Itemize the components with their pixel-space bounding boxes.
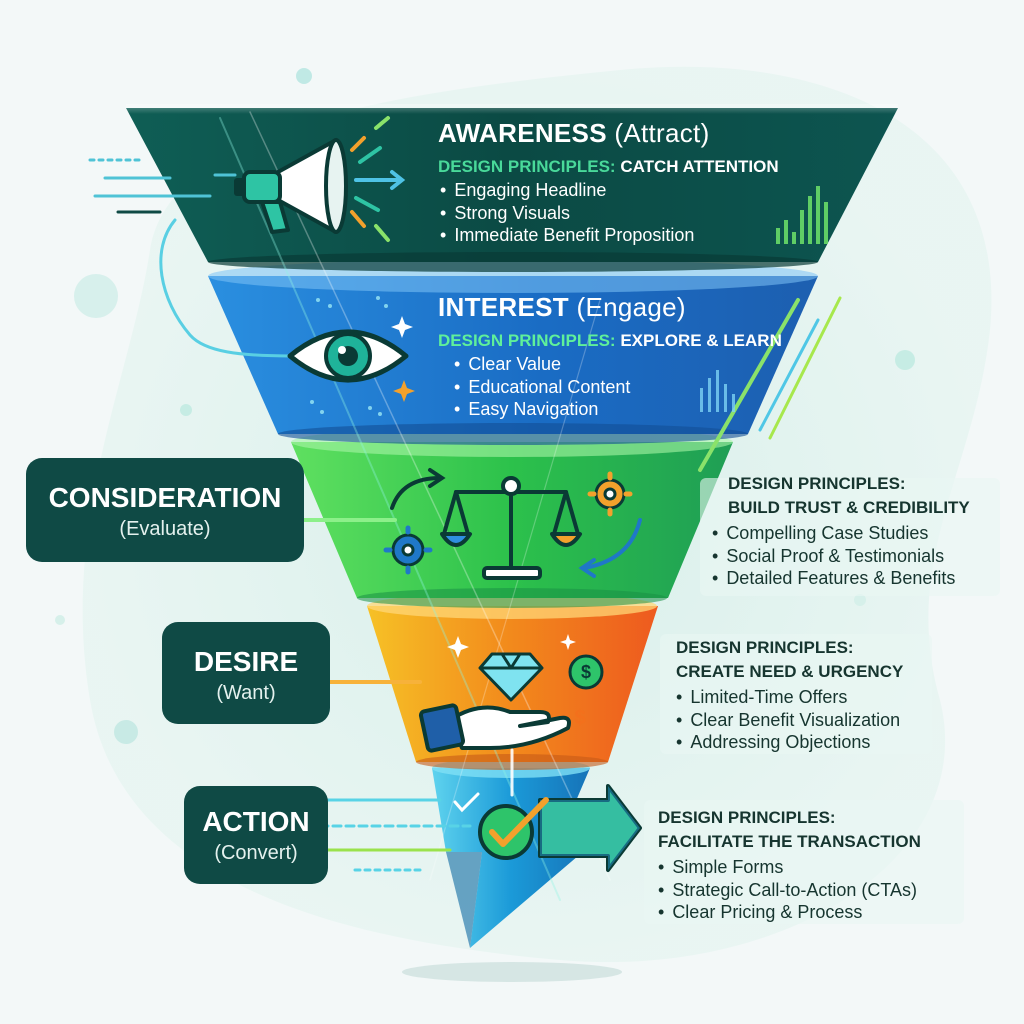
list-item: Addressing Objections (674, 731, 903, 754)
consideration-text-block: DESIGN PRINCIPLES: BUILD TRUST & CREDIBI… (726, 472, 970, 590)
dollar-sign-icon: $ (581, 662, 591, 682)
bokeh-dot (180, 404, 192, 416)
bokeh-dot (854, 594, 866, 606)
consideration-subtitle: (Evaluate) (119, 518, 211, 540)
bokeh-dot (895, 350, 915, 370)
hand-icon (418, 703, 571, 753)
desire-text-block: DESIGN PRINCIPLES: CREATE NEED & URGENCY… (676, 636, 903, 754)
consideration-bullet-list: Compelling Case Studies Social Proof & T… (710, 522, 970, 590)
action-subtitle: (Convert) (214, 842, 298, 864)
connector-lines (298, 518, 472, 872)
sparkle-icon (393, 380, 415, 402)
interest-subtitle: (Engage) (576, 292, 686, 322)
desire-principles-value: CREATE NEED & URGENCY (676, 662, 904, 681)
list-item: Limited-Time Offers (674, 686, 903, 709)
awareness-principles-heading: DESIGN PRINCIPLES: CATCH ATTENTION (438, 157, 779, 177)
action-principles-label: DESIGN PRINCIPLES: (658, 808, 836, 827)
list-item: Detailed Features & Benefits (710, 567, 970, 590)
gear-teeth (587, 471, 633, 517)
awareness-title: AWARENESS (Attract) (438, 118, 779, 149)
consideration-pill-bg (26, 458, 304, 562)
list-item: Compelling Case Studies (710, 522, 970, 545)
consideration-principles-heading: DESIGN PRINCIPLES: BUILD TRUST & CREDIBI… (728, 472, 970, 520)
dollar-sign-icon: $ (574, 707, 585, 729)
desire-pill-bg (162, 622, 330, 724)
gear-icon (594, 478, 626, 510)
awareness-text-block: AWARENESS (Attract) DESIGN PRINCIPLES: C… (438, 118, 779, 247)
sound-burst-icon (350, 116, 406, 242)
awareness-principles-label: DESIGN PRINCIPLES: (438, 157, 616, 176)
awareness-title-main: AWARENESS (438, 118, 607, 148)
interest-bullet-list: Clear Value Educational Content Easy Nav… (452, 353, 782, 421)
consideration-principles-value: BUILD TRUST & CREDIBILITY (728, 498, 970, 517)
bokeh-dot (114, 720, 138, 744)
awareness-principles-value: CATCH ATTENTION (620, 157, 779, 176)
dollar-coin-icon (568, 654, 604, 690)
eye-icon (287, 329, 409, 383)
funnel-shadow (402, 962, 622, 982)
action-title: ACTION (202, 806, 310, 837)
sparkle-icon (391, 316, 413, 338)
checkmark-arrow-icon (478, 784, 642, 872)
list-item: Social Proof & Testimonials (710, 545, 970, 568)
action-bullet-list: Simple Forms Strategic Call-to-Action (C… (656, 856, 921, 924)
list-item: Clear Benefit Visualization (674, 709, 903, 732)
dot-pattern (310, 296, 388, 416)
desire-principles-label: DESIGN PRINCIPLES: (676, 638, 854, 657)
action-text-block: DESIGN PRINCIPLES: FACILITATE THE TRANSA… (658, 806, 921, 924)
small-check-icon (453, 792, 480, 813)
desire-title: DESIRE (193, 646, 299, 677)
gear-teeth (383, 525, 433, 575)
list-item: Strategic Call-to-Action (CTAs) (656, 879, 921, 902)
list-item: Clear Pricing & Process (656, 901, 921, 924)
gear-icon (391, 533, 425, 567)
awareness-bullet-list: Engaging Headline Strong Visuals Immedia… (438, 179, 779, 247)
list-item: Easy Navigation (452, 398, 782, 421)
list-item: Clear Value (452, 353, 782, 376)
interest-principles-label: DESIGN PRINCIPLES: (438, 331, 616, 350)
list-item: Educational Content (452, 376, 782, 399)
interest-title: INTEREST (Engage) (438, 292, 782, 323)
list-item: Immediate Benefit Proposition (438, 224, 779, 247)
bokeh-dot (55, 615, 65, 625)
bokeh-dot (296, 68, 312, 84)
list-item: Strong Visuals (438, 202, 779, 225)
interest-principles-value: EXPLORE & LEARN (620, 331, 782, 350)
desire-bullet-list: Limited-Time Offers Clear Benefit Visual… (674, 686, 903, 754)
megaphone-icon (234, 138, 348, 234)
awareness-subtitle: (Attract) (614, 118, 710, 148)
sparkle-icon (447, 634, 576, 658)
desire-principles-heading: DESIGN PRINCIPLES: CREATE NEED & URGENCY (676, 636, 903, 684)
cycle-arrow-icon (390, 468, 642, 578)
action-principles-heading: DESIGN PRINCIPLES: FACILITATE THE TRANSA… (658, 806, 921, 854)
interest-text-block: INTEREST (Engage) DESIGN PRINCIPLES: EXP… (438, 292, 782, 421)
consideration-pill: CONSIDERATION (Evaluate) (26, 482, 304, 541)
interest-title-main: INTEREST (438, 292, 569, 322)
balance-scale-icon (440, 476, 582, 580)
bokeh-dot (74, 274, 118, 318)
diamond-icon (478, 652, 544, 702)
consideration-title: CONSIDERATION (48, 482, 282, 513)
action-pill: ACTION (Convert) (184, 806, 328, 865)
consideration-principles-label: DESIGN PRINCIPLES: (728, 474, 906, 493)
list-item: Engaging Headline (438, 179, 779, 202)
action-pill-bg (184, 786, 328, 884)
interest-principles-heading: DESIGN PRINCIPLES: EXPLORE & LEARN (438, 331, 782, 351)
desire-pill: DESIRE (Want) (162, 646, 330, 705)
list-item: Simple Forms (656, 856, 921, 879)
desire-subtitle: (Want) (216, 682, 276, 704)
action-principles-value: FACILITATE THE TRANSACTION (658, 832, 921, 851)
